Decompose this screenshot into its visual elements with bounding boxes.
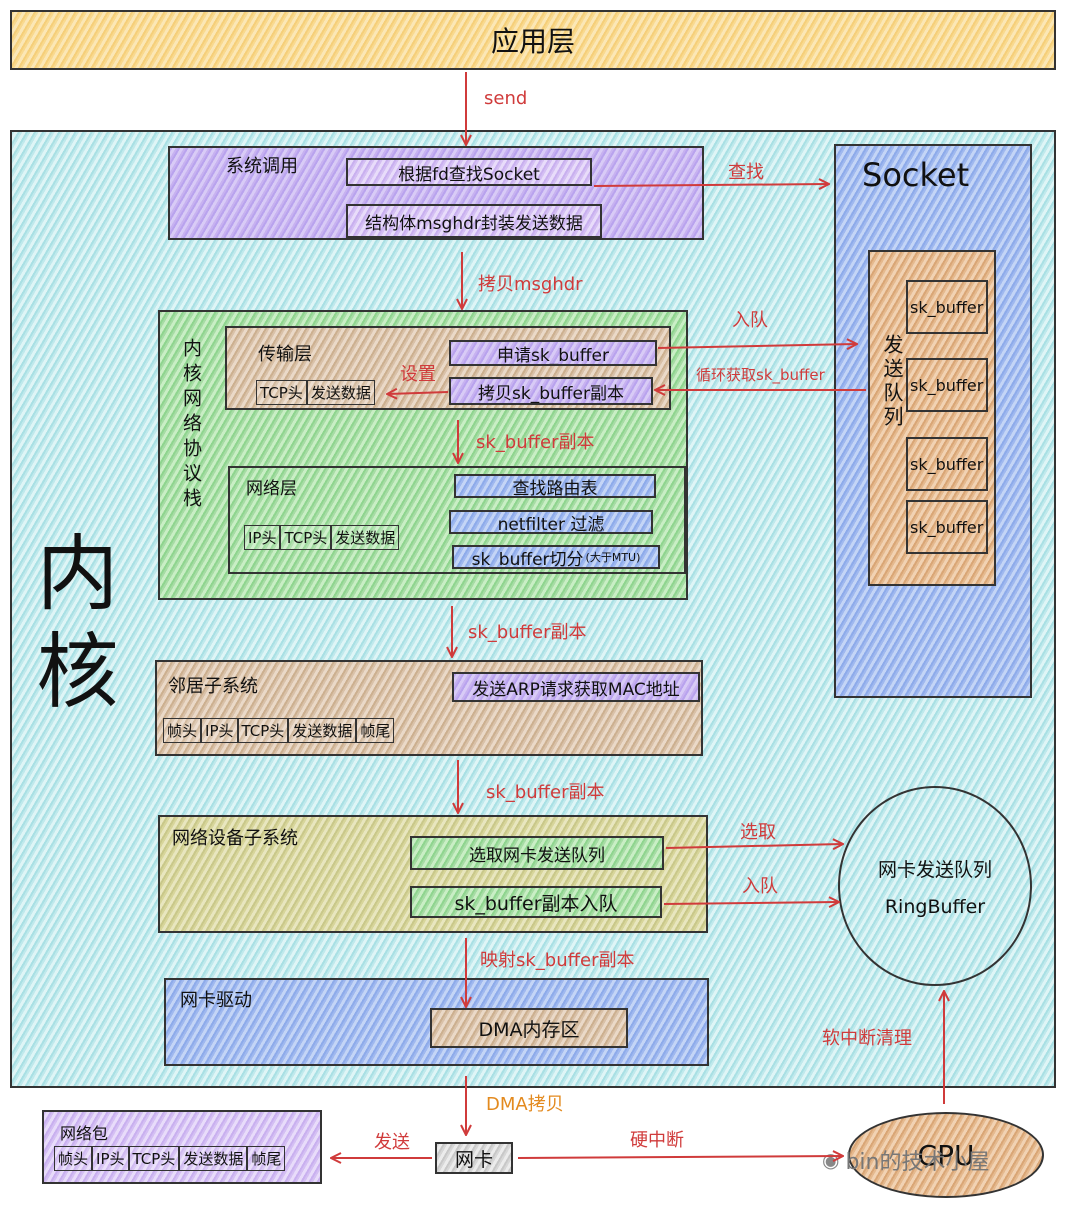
arrow-label-dma-copy: DMA拷贝 (486, 1094, 564, 1115)
header-field: TCP头 (128, 1146, 180, 1171)
neighbor-subsystem-title: 邻居子系统 (168, 676, 258, 697)
netdev-subsystem-title: 网络设备子系统 (172, 828, 298, 849)
header-field: 帧尾 (247, 1146, 286, 1171)
send-queue-label: 发送队列 (880, 334, 904, 430)
protocol-stack-title: 内核网络协议栈 (180, 338, 202, 513)
socket-sk-buffer: sk_buffer (906, 500, 988, 554)
nic-driver-title: 网卡驱动 (180, 990, 252, 1011)
arrow-label-lookup: 查找 (728, 162, 764, 183)
arrow-label-skb-copy-1: sk_buffer副本 (476, 432, 595, 453)
ringbuffer-circle: 网卡发送队列 RingBuffer (838, 786, 1032, 986)
header-field: 发送数据 (288, 718, 357, 743)
arrow-label-enqueue-ring: 入队 (742, 876, 778, 897)
arrow-enqueue-ring (663, 902, 838, 904)
transport-step-alloc-skb: 申请sk_buffer (449, 340, 657, 366)
arrow-label-select: 选取 (740, 822, 776, 843)
transport-layer-title: 传输层 (258, 344, 312, 365)
arrow-label-soft-irq: 软中断清理 (822, 1028, 912, 1049)
arrow-label-send: send (484, 88, 528, 109)
application-layer-label: 应用层 (490, 25, 575, 58)
network-step-skb-split: sk_buffer切分 (大于MTU) (452, 545, 660, 569)
arrow-select (665, 844, 842, 848)
header-field: 发送数据 (306, 380, 375, 405)
header-field: IP头 (92, 1146, 129, 1171)
header-field: 帧尾 (356, 718, 395, 743)
header-field: 帧头 (163, 718, 202, 743)
kernel-label: 内核 (22, 530, 117, 726)
transport-step-copy-skb: 拷贝sk_buffer副本 (449, 377, 653, 405)
packet-title: 网络包 (60, 1124, 109, 1143)
netdev-step-enqueue: sk_buffer副本入队 (410, 886, 662, 918)
syscall-title: 系统调用 (226, 156, 298, 177)
arrow-set (388, 392, 449, 394)
header-field: IP头 (201, 718, 238, 743)
watermark-text: bin的技术小屋 (845, 1150, 990, 1175)
network-step-route-lookup: 查找路由表 (454, 474, 656, 498)
arrow-label-copy-msghdr: 拷贝msghdr (478, 274, 583, 295)
header-field: IP头 (244, 525, 281, 550)
arrow-hard-irq (517, 1156, 842, 1158)
arrow-label-hard-irq: 硬中断 (630, 1130, 684, 1151)
socket-sk-buffer: sk_buffer (906, 280, 988, 334)
header-field: 发送数据 (179, 1146, 248, 1171)
arrow-label-skb-copy-2: sk_buffer副本 (468, 622, 587, 643)
network-step-netfilter: netfilter 过滤 (449, 510, 653, 534)
network-step-skb-split-label: sk_buffer切分 (471, 549, 584, 569)
packet-box (42, 1110, 322, 1184)
syscall-step-msghdr: 结构体msghdr封装发送数据 (346, 204, 602, 238)
nic-box: 网卡 (435, 1142, 513, 1174)
header-field: 发送数据 (331, 525, 400, 550)
arrow-label-skb-copy-3: sk_buffer副本 (486, 782, 605, 803)
arrow-label-send-packet: 发送 (374, 1132, 410, 1153)
socket-title: Socket (862, 156, 970, 194)
arrow-label-enqueue-socket: 入队 (732, 310, 768, 331)
network-step-skb-split-note: (大于MTU) (585, 551, 641, 564)
ringbuffer-line2: RingBuffer (884, 895, 986, 918)
socket-sk-buffer: sk_buffer (906, 437, 988, 491)
arrow-label-map-copy: 映射sk_buffer副本 (480, 950, 635, 971)
header-field: TCP头 (237, 718, 289, 743)
arrow-label-set: 设置 (400, 364, 436, 385)
header-field: TCP头 (280, 525, 332, 550)
netdev-step-select-queue: 选取网卡发送队列 (410, 836, 664, 870)
cpu-label: CPU (917, 1138, 975, 1172)
cpu-ellipse: CPU (848, 1112, 1044, 1198)
socket-sk-buffer: sk_buffer (906, 358, 988, 412)
ringbuffer-line1: 网卡发送队列 (877, 858, 992, 881)
arrow-lookup (593, 184, 828, 186)
transport-header-row: TCP头发送数据 (256, 380, 375, 405)
arrow-label-loop-fetch: 循环获取sk_buffer (696, 366, 825, 384)
header-field: 帧头 (54, 1146, 93, 1171)
syscall-step-find-socket: 根据fd查找Socket (346, 158, 592, 186)
dma-memory-region: DMA内存区 (430, 1008, 628, 1048)
neighbor-step-arp: 发送ARP请求获取MAC地址 (452, 672, 700, 702)
arrow-enqueue-socket (657, 344, 856, 348)
header-field: TCP头 (256, 380, 307, 405)
application-layer: 应用层 (10, 10, 1056, 70)
network-layer-title: 网络层 (246, 479, 297, 499)
